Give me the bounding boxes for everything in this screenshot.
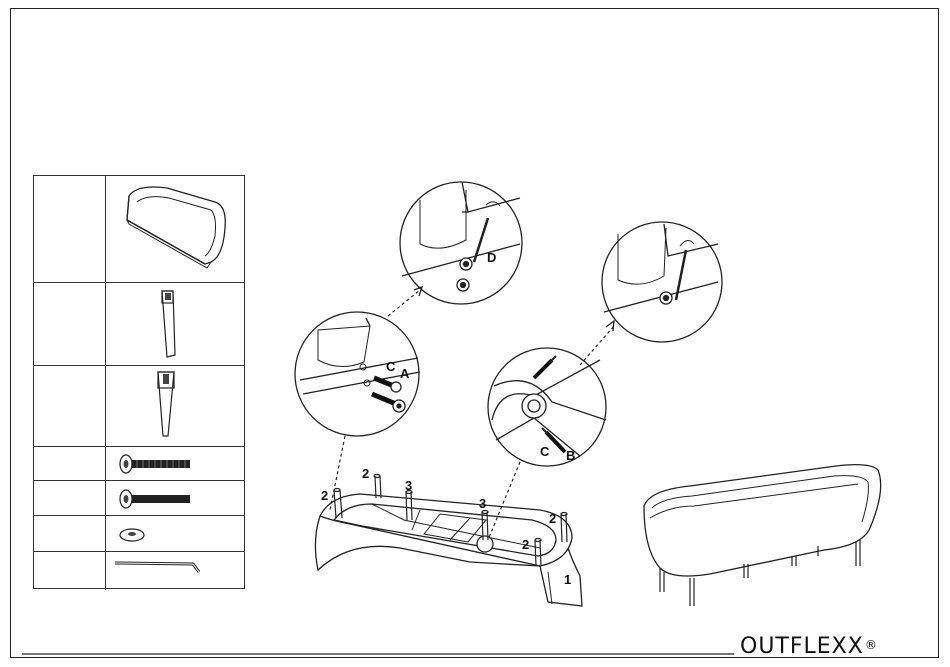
brand-name: OUTFLEXX — [740, 634, 864, 659]
callout-leg-2: 2 — [321, 488, 328, 503]
callout-screw-c: C — [386, 359, 396, 374]
callout-leg-2: 2 — [362, 466, 369, 481]
callout-key-d: D — [487, 250, 496, 265]
brand-logo: OUTFLEXX® — [740, 636, 878, 658]
callout-bolt-a: A — [400, 366, 410, 381]
registered-mark: ® — [865, 638, 878, 652]
callout-leg-3: 3 — [479, 496, 486, 511]
callout-part-1: 1 — [564, 572, 571, 587]
callout-bolt-b: B — [566, 448, 575, 463]
bolt-a-icon — [360, 364, 405, 412]
detail-arrows — [330, 290, 614, 540]
callout-screw-c: C — [540, 444, 550, 459]
callout-leg-2: 2 — [549, 511, 556, 526]
detail-circle-key-d — [400, 182, 522, 304]
detail-circle-key — [602, 222, 722, 342]
callout-leg-3: 3 — [405, 478, 412, 493]
seat-frame-assembly — [315, 475, 582, 607]
finished-sofa — [644, 465, 881, 606]
callout-leg-2: 2 — [522, 537, 529, 552]
